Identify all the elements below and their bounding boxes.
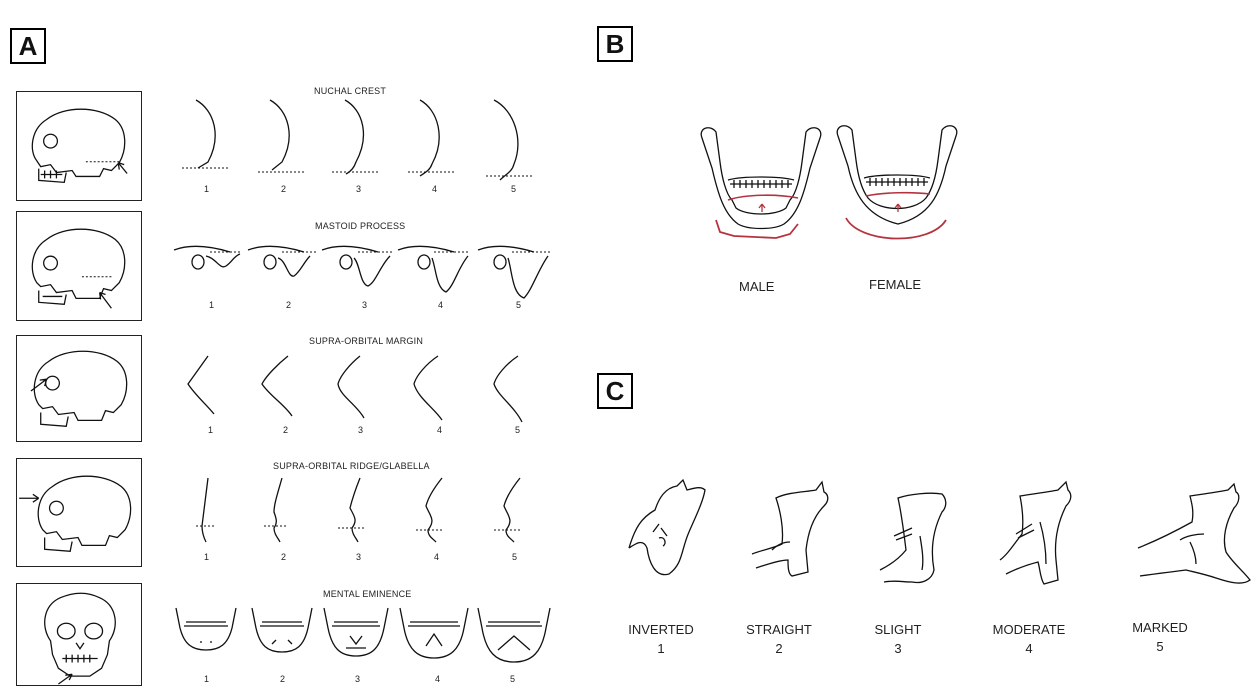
ramus-grade: 3 (843, 639, 953, 658)
ramus-label-moderate: MODERATE 4 (974, 620, 1084, 658)
skull-lateral-supraorbital (16, 335, 142, 442)
ramus-label-text: STRAIGHT (724, 620, 834, 639)
grade-label: 1 (204, 674, 209, 684)
grade-label: 5 (515, 425, 520, 435)
skull-lateral-nuchal (16, 91, 142, 201)
grade-label: 2 (286, 300, 291, 310)
ramus-grade: 1 (606, 639, 716, 658)
panel-label-a: A (10, 28, 46, 64)
female-label: FEMALE (869, 277, 921, 292)
ramus-grade: 5 (1105, 637, 1215, 656)
grade-label: 4 (435, 674, 440, 684)
grade-label: 2 (281, 184, 286, 194)
ramus-label-marked: MARKED 5 (1105, 618, 1215, 656)
ramus-label-text: SLIGHT (843, 620, 953, 639)
ramus-label-straight: STRAIGHT 2 (724, 620, 834, 658)
male-mandible (694, 122, 828, 246)
grade-label: 4 (437, 425, 442, 435)
ramus-slight (876, 488, 956, 588)
panel-label-b: B (597, 26, 633, 62)
grade-label: 1 (209, 300, 214, 310)
grade-label: 5 (511, 184, 516, 194)
grade-label: 3 (358, 425, 363, 435)
row-title-supra-orbital-margin: SUPRA-ORBITAL MARGIN (309, 336, 423, 346)
row-title-nuchal-crest: NUCHAL CREST (314, 86, 386, 96)
ramus-straight (748, 480, 840, 580)
grade-label: 1 (208, 425, 213, 435)
male-label: MALE (739, 279, 774, 294)
ramus-inverted (625, 478, 717, 578)
skull-lateral-mastoid (16, 211, 142, 321)
grade-label: 5 (510, 674, 515, 684)
grade-label: 3 (356, 552, 361, 562)
ramus-marked (1134, 482, 1256, 592)
supra-orbital-ridge-shapes (190, 474, 540, 544)
grade-label: 3 (356, 184, 361, 194)
ramus-grade: 2 (724, 639, 834, 658)
mental-eminence-shapes (172, 604, 554, 666)
grade-label: 2 (283, 425, 288, 435)
nuchal-crest-shapes (170, 96, 550, 186)
skull-lateral-glabella (16, 458, 142, 567)
panel-label-c: C (597, 373, 633, 409)
grade-label: 5 (516, 300, 521, 310)
grade-label: 1 (204, 184, 209, 194)
ramus-grade: 4 (974, 639, 1084, 658)
grade-label: 4 (438, 300, 443, 310)
supra-orbital-margin-shapes (180, 352, 550, 422)
row-title-supra-orbital-ridge: SUPRA-ORBITAL RIDGE/GLABELLA (273, 461, 430, 471)
grade-label: 5 (512, 552, 517, 562)
row-title-mastoid-process: MASTOID PROCESS (315, 221, 405, 231)
grade-label: 4 (432, 184, 437, 194)
grade-label: 2 (280, 674, 285, 684)
ramus-label-text: INVERTED (606, 620, 716, 639)
ramus-label-text: MODERATE (974, 620, 1084, 639)
row-title-mental-eminence: MENTAL EMINENCE (323, 589, 412, 599)
grade-label: 3 (355, 674, 360, 684)
grade-label: 3 (362, 300, 367, 310)
mastoid-process-shapes (170, 240, 560, 300)
grade-label: 1 (204, 552, 209, 562)
grade-label: 4 (434, 552, 439, 562)
grade-label: 2 (281, 552, 286, 562)
ramus-label-slight: SLIGHT 3 (843, 620, 953, 658)
ramus-label-text: MARKED (1105, 618, 1215, 637)
skull-frontal-mental (16, 583, 142, 686)
ramus-label-inverted: INVERTED 1 (606, 620, 716, 658)
ramus-moderate (996, 478, 1080, 588)
female-mandible (830, 120, 964, 248)
